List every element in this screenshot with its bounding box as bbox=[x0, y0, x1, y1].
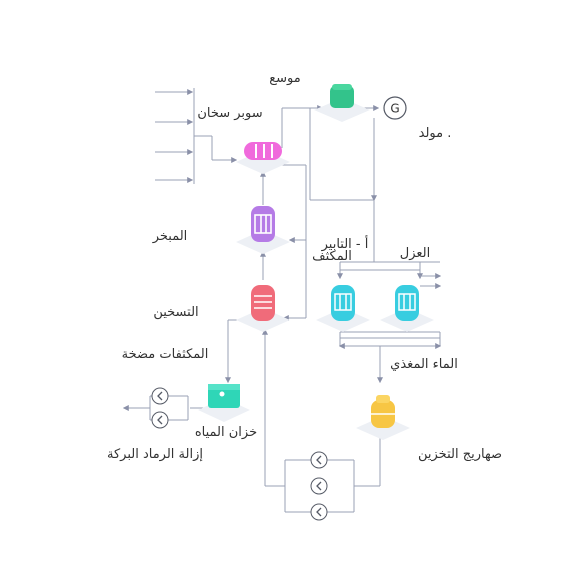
label-pipe-ejector: أ - التابير bbox=[321, 235, 369, 252]
valve-icon bbox=[151, 387, 169, 405]
label-superheater: سوبر سخان bbox=[197, 106, 262, 121]
storage-tank-unit bbox=[356, 395, 410, 440]
generator-symbol: G bbox=[390, 102, 399, 116]
label-heating: التسخين bbox=[153, 305, 198, 320]
expander-icon bbox=[330, 86, 354, 108]
platform bbox=[314, 98, 370, 122]
superheater-unit bbox=[236, 142, 290, 174]
label-condenser: المكثف bbox=[312, 249, 352, 264]
labels: موسع مولد . سوبر سخان المبخر المكثف أ - … bbox=[107, 71, 502, 462]
water-tank-unit bbox=[198, 384, 250, 422]
heating-icon bbox=[251, 285, 275, 321]
label-condensate-pump: المكثفات مضخة bbox=[122, 347, 209, 362]
generator-icon bbox=[383, 96, 407, 120]
label-feed-water: الماء المغذي bbox=[390, 357, 458, 372]
heating-unit bbox=[236, 285, 290, 332]
label-water-tank: خزان المياه bbox=[195, 425, 257, 440]
condenser-unit-right bbox=[380, 285, 434, 332]
return-valves bbox=[310, 451, 328, 521]
label-storage-tanks: صهاريج التخزين bbox=[418, 447, 502, 462]
label-expander: موسع bbox=[269, 71, 301, 86]
valve-icon bbox=[310, 477, 328, 495]
ash-valves bbox=[151, 387, 169, 429]
expander-top bbox=[332, 84, 352, 90]
label-generator: مولد . bbox=[419, 126, 452, 141]
expander-unit bbox=[314, 84, 370, 122]
label-separator: العزل bbox=[400, 246, 430, 261]
label-ash-removal: إزالة الرماد البركة bbox=[107, 447, 203, 462]
condenser-unit-left bbox=[316, 285, 370, 332]
valve-icon bbox=[151, 411, 169, 429]
valve-icon bbox=[310, 503, 328, 521]
valve-icon bbox=[310, 451, 328, 469]
label-evaporator: المبخر bbox=[152, 229, 188, 244]
flow-lines bbox=[122, 88, 442, 513]
generator-unit: G bbox=[383, 96, 407, 120]
evaporator-unit bbox=[236, 206, 290, 254]
